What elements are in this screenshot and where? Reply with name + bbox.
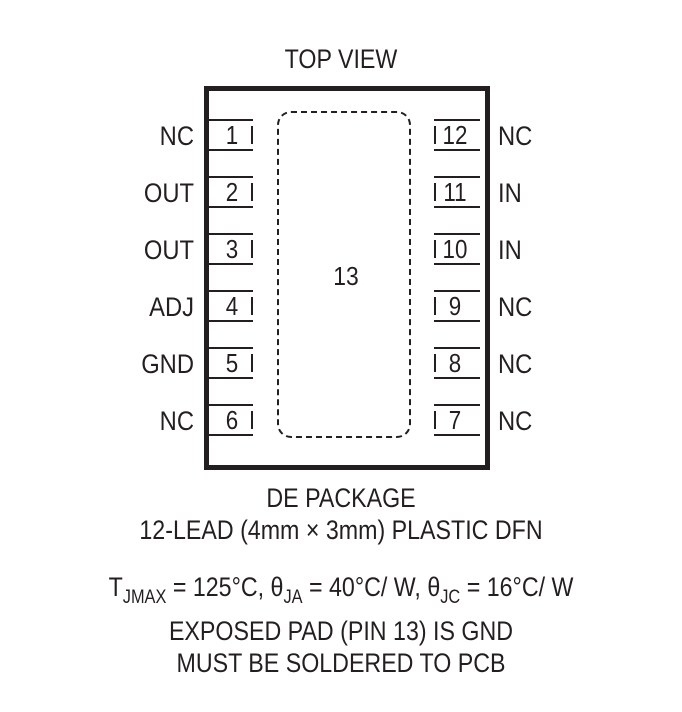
package-description: 12-LEAD (4mm × 3mm) PLASTIC DFN — [139, 515, 543, 545]
pin-left-3: 3 — [207, 233, 253, 265]
pin-edge — [434, 290, 480, 292]
theta-jc-symbol: θ — [427, 572, 441, 602]
pin-tick — [434, 240, 436, 258]
pin-label: NC — [159, 406, 194, 436]
pin-edge — [207, 404, 253, 406]
pin-edge — [207, 206, 253, 208]
pin-label: OUT — [143, 178, 194, 208]
pin-number: 3 — [225, 234, 239, 264]
pin-number: 5 — [225, 348, 239, 378]
pin-label: IN — [498, 178, 522, 208]
theta-ja-symbol: θ — [270, 572, 284, 602]
pin-number: 12 — [442, 120, 468, 150]
pin-edge — [207, 176, 253, 178]
pin-number: 9 — [448, 291, 462, 321]
pin-number: 10 — [442, 234, 468, 264]
pin-edge — [207, 233, 253, 235]
pin-number: 6 — [225, 405, 239, 435]
pin-right-1: 12 — [434, 119, 480, 151]
pin-label: NC — [498, 292, 533, 322]
pin-right-3: 10 — [434, 233, 480, 265]
theta-ja-subscript: JA — [283, 587, 303, 608]
note-exposed-pad: EXPOSED PAD (PIN 13) IS GND — [168, 616, 514, 646]
diagram-title: TOP VIEW — [284, 44, 398, 74]
pin-edge — [434, 263, 480, 265]
pin-label: ADJ — [149, 292, 194, 322]
pin-tick — [251, 411, 253, 429]
pin-edge — [207, 290, 253, 292]
pin-number: 11 — [443, 177, 467, 207]
pin-edge — [434, 206, 480, 208]
pin-edge — [207, 320, 253, 322]
pin-edge — [434, 119, 480, 121]
pin-edge — [207, 434, 253, 436]
pin-label: NC — [498, 121, 533, 151]
theta-jc-value: = 16°C/ W — [460, 572, 574, 602]
pin-tick — [434, 183, 436, 201]
tjmax-value: = 125°C, — [166, 572, 271, 602]
pin-tick — [434, 297, 436, 315]
pin-tick — [434, 354, 436, 372]
pin-right-4: 9 — [434, 290, 480, 322]
pin-left-1: 1 — [207, 119, 253, 151]
pin-number: 4 — [225, 291, 239, 321]
pin-number: 1 — [225, 120, 239, 150]
pin-edge — [434, 347, 480, 349]
tjmax-symbol: T — [108, 572, 123, 602]
pin-tick — [251, 297, 253, 315]
note-solder: MUST BE SOLDERED TO PCB — [176, 648, 506, 678]
pin-edge — [207, 119, 253, 121]
pin-label: OUT — [143, 235, 194, 265]
pin-tick — [434, 411, 436, 429]
theta-ja-value: = 40°C/ W, — [302, 572, 428, 602]
pin-left-5: 5 — [207, 347, 253, 379]
pin-right-5: 8 — [434, 347, 480, 379]
pin-right-6: 7 — [434, 404, 480, 436]
pin-edge — [434, 320, 480, 322]
pin-number: 2 — [225, 177, 239, 207]
pin-edge — [434, 233, 480, 235]
pin-edge — [207, 149, 253, 151]
pin-edge — [207, 377, 253, 379]
pin-tick — [434, 126, 436, 144]
pin-edge — [207, 263, 253, 265]
pin-edge — [434, 149, 480, 151]
pin-number: 8 — [448, 348, 462, 378]
exposed-pad-number: 13 — [333, 261, 359, 291]
pin-edge — [434, 434, 480, 436]
pin-label: NC — [159, 121, 194, 151]
theta-jc-subscript: JC — [440, 587, 461, 608]
pin-edge — [434, 377, 480, 379]
thermal-specs: TJMAX = 125°C, θJA = 40°C/ W, θJC = 16°C… — [48, 572, 635, 609]
pin-left-4: 4 — [207, 290, 253, 322]
exposed-pad — [277, 111, 411, 438]
pin-label: GND — [141, 349, 194, 379]
pin-edge — [434, 176, 480, 178]
pin-number: 7 — [448, 405, 462, 435]
pin-right-2: 11 — [434, 176, 480, 208]
pin-tick — [251, 354, 253, 372]
pin-left-2: 2 — [207, 176, 253, 208]
pin-left-6: 6 — [207, 404, 253, 436]
package-outline — [204, 86, 490, 470]
pin-edge — [434, 404, 480, 406]
package-name: DE PACKAGE — [266, 483, 416, 513]
pin-label: NC — [498, 406, 533, 436]
pin-tick — [251, 126, 253, 144]
tjmax-subscript: JMAX — [122, 587, 167, 608]
pin-label: NC — [498, 349, 533, 379]
pin-edge — [207, 347, 253, 349]
pin-tick — [251, 183, 253, 201]
pin-tick — [251, 240, 253, 258]
pin-label: IN — [498, 235, 522, 265]
